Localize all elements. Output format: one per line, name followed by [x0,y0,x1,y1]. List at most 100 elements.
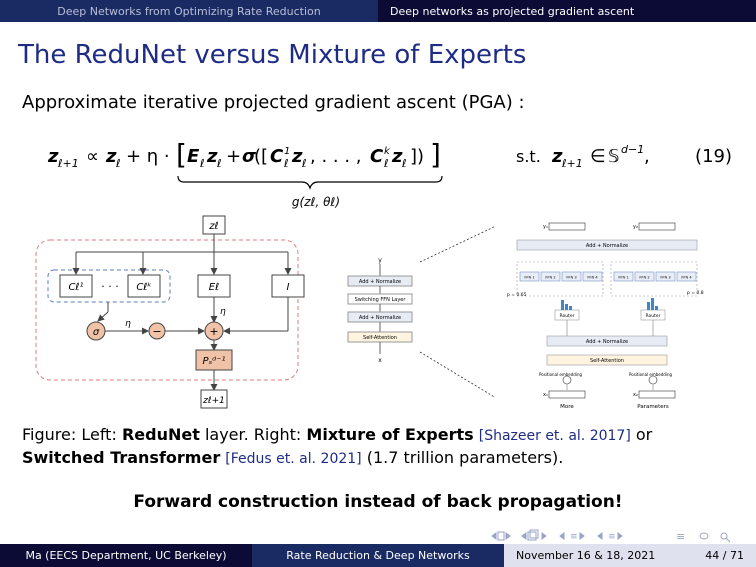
citation-fedus[interactable]: [Fedus et. al. 2021] [225,451,362,467]
beamer-navigation-icons[interactable]: ≡ ≡ ≡ [488,529,750,543]
header-section-right[interactable]: Deep networks as projected gradient asce… [378,0,756,22]
svg-text:+: + [226,146,241,167]
moe-router-right-label: Router [646,313,661,319]
c1-label: Cℓ¹ [68,282,83,293]
eta-left-label: η [125,319,131,329]
moe-add-normalize-mid-label: Add + Normalize [586,339,628,345]
svg-text:ℓ: ℓ [301,157,307,170]
svg-text:ℓ+1: ℓ+1 [561,157,583,170]
output-label: zℓ+1 [202,396,225,406]
ffn-right-expert-box [634,271,655,282]
header-section-left[interactable]: Deep Networks from Optimizing Rate Reduc… [0,0,378,22]
footer-author: Ma (EECS Department, UC Berkeley) [0,544,252,567]
footer-date: November 16 & 18, 2021 [516,549,656,562]
ffn-left-expert-box [582,271,603,282]
moe-pos-emb-right: Positional embedding [629,372,672,377]
minus-label: − [152,325,161,338]
c1-block [59,274,93,298]
svg-text:]: ] [430,138,441,171]
ffn-right-expert-box [676,271,697,282]
redunet-layer-diagram: zℓ Cℓ¹ · · · Cℓᵏ Eℓ I σ η − η + Pₛᵈ⁻¹ zℓ… [35,215,305,409]
svg-text:z: z [47,146,59,167]
header-bar: Deep Networks from Optimizing Rate Reduc… [0,0,756,22]
mid-x-label: x [378,357,382,364]
svg-text:z: z [291,146,303,167]
moe-router-left-label: Router [560,313,575,319]
ffn-left-expert-box [561,271,582,282]
mid-add-normalize-label: Add + Normalize [359,315,401,321]
footer-bar: Ma (EECS Department, UC Berkeley) Rate R… [0,544,756,567]
mid-y-label: y [378,257,382,264]
moe-self-attention-label: Self-Attention [590,358,624,364]
svg-text:ℓ: ℓ [383,157,389,170]
moe-p-left: p = 0.65 [507,292,527,298]
figure-caption: Figure: Left: ReduNet layer. Right: Mixt… [22,424,734,470]
caption-right: Right: [253,425,302,444]
caption-moe: Mixture of Experts [306,425,474,444]
moe-add-normalize-mid [546,335,668,347]
eta-right-label: η [220,307,226,317]
svg-text:ℓ: ℓ [115,157,121,170]
ffn-left-expert-box [540,271,561,282]
svg-text:ℓ: ℓ [283,157,289,170]
moe-x2-vector [638,390,676,399]
projection-label: Pₛᵈ⁻¹ [202,356,225,367]
moe-word-left: More [560,404,574,410]
svg-text:∈: ∈ [590,146,606,167]
plus-label: + [209,325,218,338]
switch-transformer-block: y Add + Normalize Switching FFN Layer Ad… [347,257,413,364]
moe-y2-label: y₂ [633,224,638,230]
zoom-connector-lines [419,225,497,399]
svg-text:, . . . ,: , . . . , [310,146,362,167]
svg-text:]): ]) [410,146,424,167]
ellipsis: · · · [101,280,118,293]
i-label: I [287,282,290,293]
svg-text:z: z [206,146,218,167]
svg-text:𝕊: 𝕊 [608,146,619,167]
svg-text:≡: ≡ [608,532,616,542]
svg-text:z: z [391,146,403,167]
svg-text:C: C [270,146,284,167]
ffn-left-expert-box [519,271,540,282]
ffn-right-expert-label: FFN 1 [618,276,628,280]
input-label: zℓ [208,221,218,232]
ffn-right-expert-box [655,271,676,282]
ffn-right-expert-label: FFN 3 [660,276,670,280]
caption-redunet: ReduNet [121,425,200,444]
caption-params: (1.7 trillion parameters). [366,448,564,467]
svg-text:1: 1 [284,146,290,157]
moe-y2-vector [638,222,676,231]
ffn-left-expert-label: FFN 1 [524,276,534,280]
ffn-right-expert-label: FFN 2 [639,276,649,280]
sigma-label: σ [93,327,100,338]
svg-text:σ: σ [242,146,257,167]
ck-block [127,274,161,298]
citation-shazeer[interactable]: [Shazeer et. al. 2017] [478,428,631,444]
ck-label: Cℓᵏ [136,282,151,293]
caption-switched: Switched Transformer [22,448,221,467]
moe-y1-label: y₁ [543,224,548,230]
e-label: Eℓ [209,282,219,293]
output-node [200,389,228,409]
moe-x1-vector [548,390,586,399]
svg-text:ℓ+1: ℓ+1 [57,157,79,170]
svg-text:s.t.: s.t. [516,147,541,166]
moe-x2-label: x₂ [633,392,638,398]
mid-switch-ffn-label: Switching FFN Layer [355,297,407,303]
svg-text:d−1: d−1 [621,143,644,156]
emphasis-text: Forward construction instead of back pro… [133,492,623,512]
caption-layer: layer. [204,425,249,444]
moe-y1-vector [548,222,586,231]
moe-self-attention [546,354,668,366]
svg-text:ℓ: ℓ [216,157,222,170]
svg-text:k: k [384,146,391,157]
footer-short-title: Rate Reduction & Deep Networks [252,544,504,567]
mid-self-attention-label: Self-Attention [363,335,397,341]
svg-text:+ η ·: + η · [126,146,170,167]
footer-date-page: November 16 & 18, 2021 44 / 71 [504,544,756,567]
svg-text:ℓ: ℓ [199,157,205,170]
svg-text:C: C [370,146,384,167]
footer-page-number: 44 / 71 [705,549,744,562]
mid-add-normalize-top-label: Add + Normalize [359,279,401,285]
